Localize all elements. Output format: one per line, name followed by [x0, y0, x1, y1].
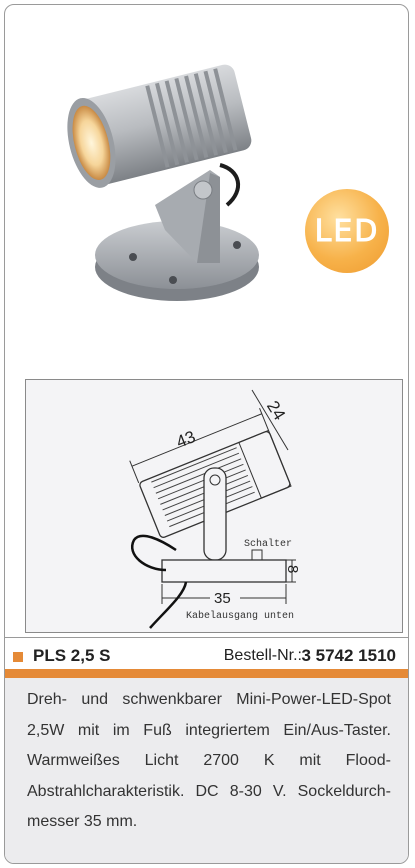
spotlight-photo	[67, 64, 259, 301]
accent-divider	[5, 669, 408, 678]
order-number-label: Bestell-Nr.:	[223, 647, 302, 664]
product-name: PLS 2,5 S	[33, 646, 111, 665]
led-badge: LED	[305, 189, 389, 273]
led-badge-text: LED	[314, 213, 380, 249]
product-title-row: PLS 2,5 S Bestell-Nr.: 3 5742 1510	[5, 637, 408, 671]
switch-label: Schalter	[244, 538, 292, 550]
product-description: Dreh- und schwenkbarer Mini-Power-LED-Sp…	[27, 691, 391, 830]
cable-label: Kabelausgang unten	[186, 610, 294, 622]
order-number: 3 5742 1510	[301, 646, 396, 665]
bullet-square-icon	[13, 652, 23, 662]
technical-drawing: 43 24 Schalter 8 35 Kabelausgang unten	[25, 379, 403, 633]
dim-height: 8	[284, 565, 301, 573]
dim-diameter: 24	[263, 397, 289, 423]
dimension-drawing: 43 24 Schalter 8 35 Kabelausgang unten	[129, 389, 301, 629]
dim-base: 35	[214, 590, 231, 607]
product-photo: LED	[5, 5, 408, 360]
product-card: LED 43	[4, 4, 409, 864]
